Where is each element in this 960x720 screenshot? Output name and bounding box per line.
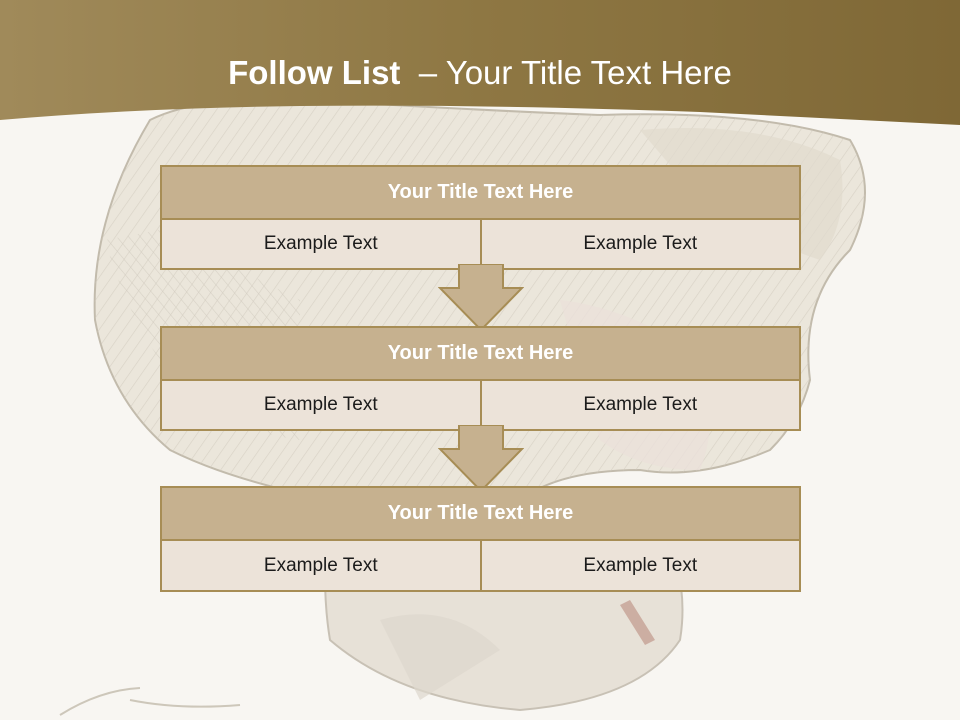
step-title: Your Title Text Here <box>160 326 801 381</box>
page-title: Follow List – Your Title Text Here <box>0 54 960 92</box>
step-cell-left: Example Text <box>160 220 482 270</box>
page-title-main: Follow List <box>228 54 401 91</box>
step-cell-right: Example Text <box>481 541 801 592</box>
step-cell-right: Example Text <box>481 381 801 431</box>
step-block-1: Your Title Text Here Example Text Exampl… <box>160 165 801 270</box>
step-title: Your Title Text Here <box>160 486 801 541</box>
down-arrow-icon <box>438 425 524 493</box>
step-block-2: Your Title Text Here Example Text Exampl… <box>160 326 801 431</box>
page-title-sub: – Your Title Text Here <box>418 54 732 91</box>
step-block-3: Your Title Text Here Example Text Exampl… <box>160 486 801 592</box>
step-cell-right: Example Text <box>481 220 801 270</box>
step-row: Example Text Example Text <box>160 541 801 592</box>
step-cell-left: Example Text <box>160 541 482 592</box>
step-row: Example Text Example Text <box>160 381 801 431</box>
step-cell-left: Example Text <box>160 381 482 431</box>
down-arrow-icon <box>438 264 524 332</box>
step-row: Example Text Example Text <box>160 220 801 270</box>
header-band <box>0 0 960 125</box>
step-title: Your Title Text Here <box>160 165 801 220</box>
